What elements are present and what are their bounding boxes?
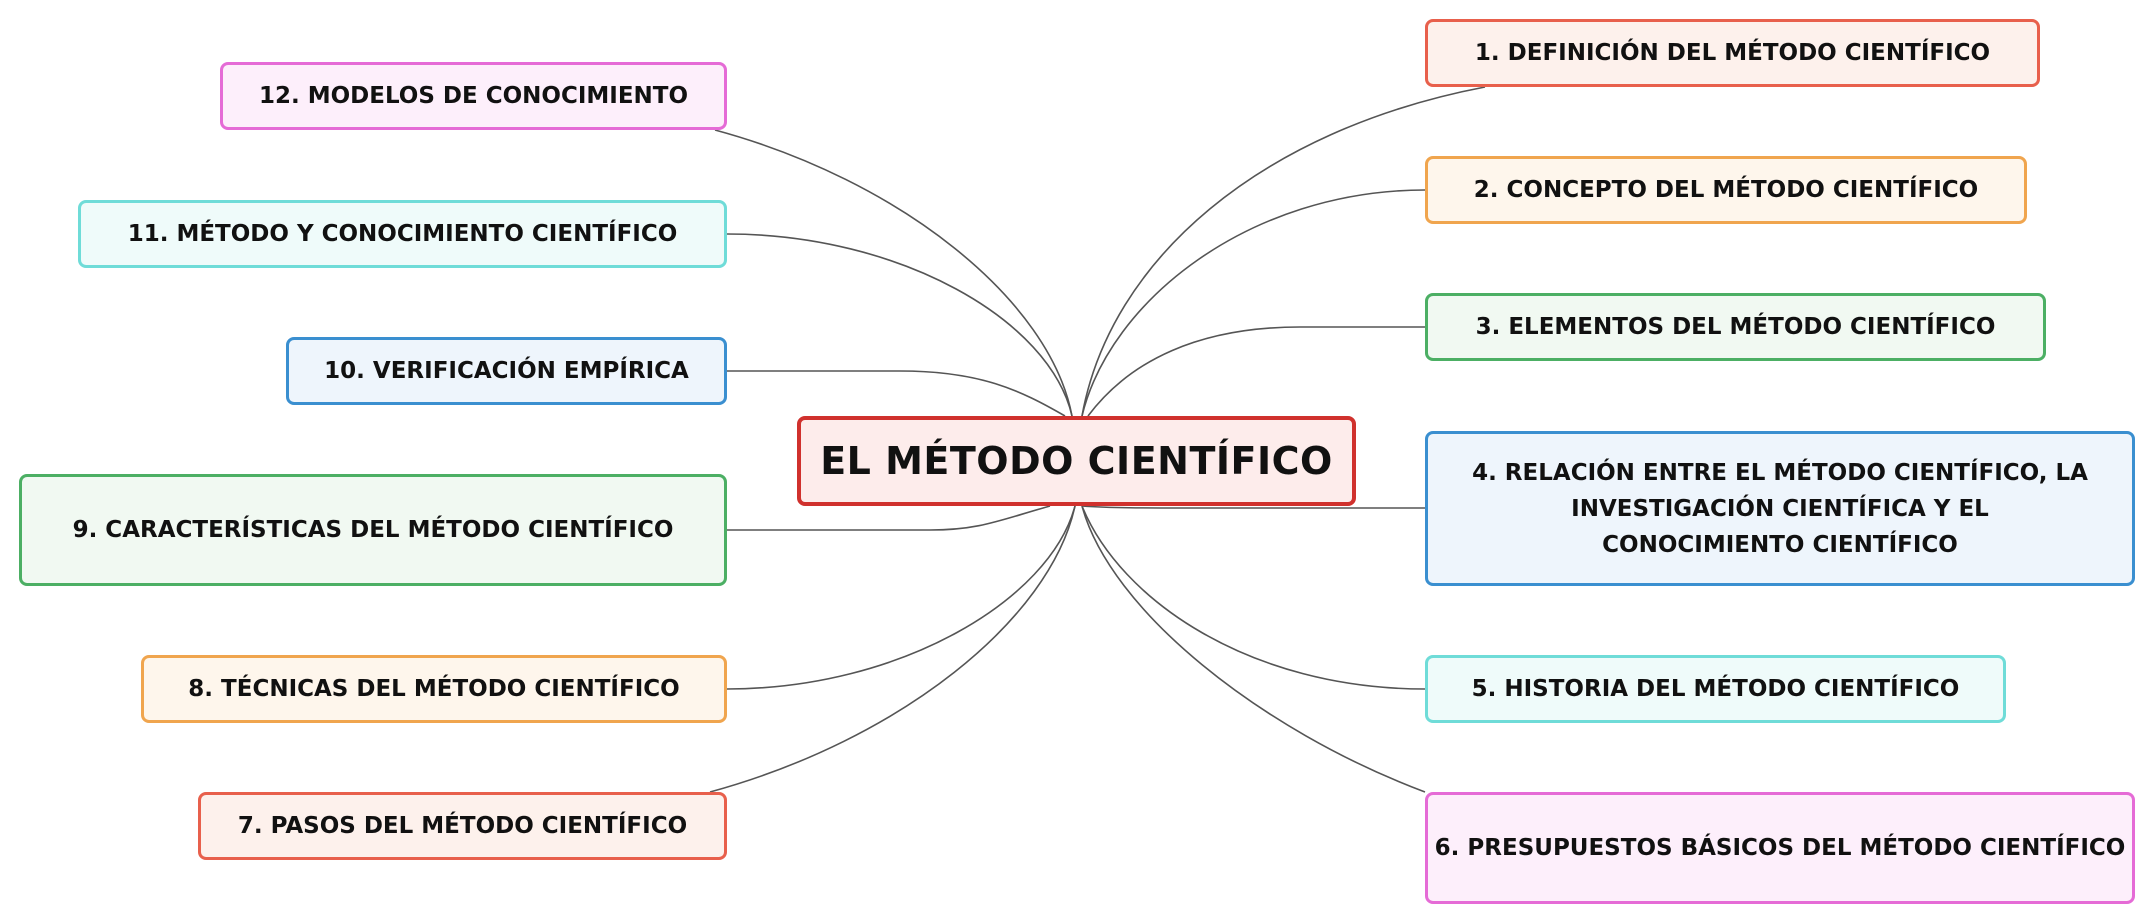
connector-line-4 xyxy=(1081,505,1425,509)
branch-node-2[interactable]: 2. CONCEPTO DEL MÉTODO CIENTÍFICO xyxy=(1425,156,2027,224)
branch-label: 12. MODELOS DE CONOCIMIENTO xyxy=(258,83,689,109)
connector-line-2 xyxy=(1081,189,1426,417)
connector-line-12 xyxy=(714,129,1073,417)
connector-line-11 xyxy=(726,233,1073,417)
branch-node-9[interactable]: 9. CARACTERÍSTICAS DEL MÉTODO CIENTÍFICO xyxy=(19,474,727,586)
branch-label: 9. CARACTERÍSTICAS DEL MÉTODO CIENTÍFICO xyxy=(72,517,674,543)
branch-node-8[interactable]: 8. TÉCNICAS DEL MÉTODO CIENTÍFICO xyxy=(141,655,727,723)
branch-node-5[interactable]: 5. HISTORIA DEL MÉTODO CIENTÍFICO xyxy=(1425,655,2006,723)
connector-line-8 xyxy=(726,505,1076,690)
connector-line-6 xyxy=(1081,505,1426,793)
branch-node-11[interactable]: 11. MÉTODO Y CONOCIMIENTO CIENTÍFICO xyxy=(78,200,727,268)
branch-node-10[interactable]: 10. VERIFICACIÓN EMPÍRICA xyxy=(286,337,727,405)
root-topic-label: EL MÉTODO CIENTÍFICO xyxy=(820,439,1333,483)
branch-node-1[interactable]: 1. DEFINICIÓN DEL MÉTODO CIENTÍFICO xyxy=(1425,19,2040,87)
branch-label: 7. PASOS DEL MÉTODO CIENTÍFICO xyxy=(237,813,688,839)
branch-node-6[interactable]: 6. PRESUPUESTOS BÁSICOS DEL MÉTODO CIENT… xyxy=(1425,792,2135,904)
connector-line-3 xyxy=(1087,326,1425,417)
branch-label: 11. MÉTODO Y CONOCIMIENTO CIENTÍFICO xyxy=(127,221,678,247)
root-topic-node[interactable]: EL MÉTODO CIENTÍFICO xyxy=(797,416,1356,506)
branch-label: 4. RELACIÓN ENTRE EL MÉTODO CIENTÍFICO, … xyxy=(1472,459,2088,558)
branch-label: 3. ELEMENTOS DEL MÉTODO CIENTÍFICO xyxy=(1475,314,1996,340)
connector-line-10 xyxy=(727,370,1066,417)
branch-label: 6. PRESUPUESTOS BÁSICOS DEL MÉTODO CIENT… xyxy=(1434,835,2126,861)
branch-label: 2. CONCEPTO DEL MÉTODO CIENTÍFICO xyxy=(1473,177,1979,203)
branch-label: 10. VERIFICACIÓN EMPÍRICA xyxy=(324,358,689,384)
branch-label: 1. DEFINICIÓN DEL MÉTODO CIENTÍFICO xyxy=(1474,40,1991,66)
branch-label: 5. HISTORIA DEL MÉTODO CIENTÍFICO xyxy=(1471,676,1960,702)
connector-line-9 xyxy=(727,505,1051,531)
branch-label: 8. TÉCNICAS DEL MÉTODO CIENTÍFICO xyxy=(188,676,680,702)
connector-line-7 xyxy=(709,505,1076,793)
connector-line-1 xyxy=(1081,86,1486,417)
branch-node-3[interactable]: 3. ELEMENTOS DEL MÉTODO CIENTÍFICO xyxy=(1425,293,2046,361)
branch-node-4[interactable]: 4. RELACIÓN ENTRE EL MÉTODO CIENTÍFICO, … xyxy=(1425,431,2135,586)
branch-node-7[interactable]: 7. PASOS DEL MÉTODO CIENTÍFICO xyxy=(198,792,727,860)
connector-line-5 xyxy=(1081,505,1426,690)
branch-node-12[interactable]: 12. MODELOS DE CONOCIMIENTO xyxy=(220,62,727,130)
